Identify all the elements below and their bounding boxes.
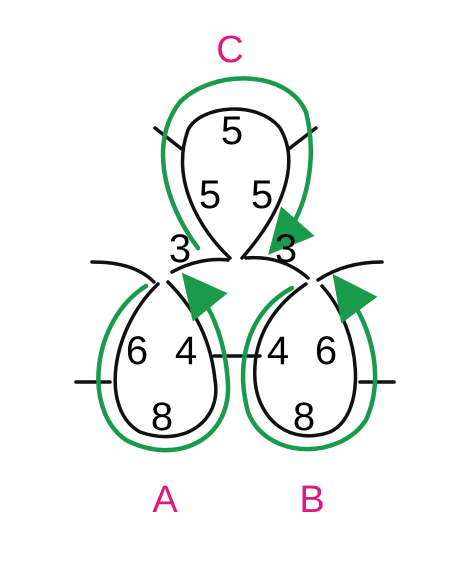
label-a: A — [152, 479, 178, 521]
loop-a-direction-arrow — [96, 272, 231, 453]
loop-b-upper-arc — [316, 260, 384, 282]
loop-c-number-right: 5 — [251, 173, 273, 217]
connector-right-arc — [244, 255, 310, 280]
label-c: C — [216, 29, 243, 71]
loop-c-number-top: 5 — [221, 109, 243, 153]
loop-c-left-tick — [153, 126, 185, 152]
loop-b-number-bottom: 8 — [293, 395, 315, 439]
loop-c-direction-arrow — [160, 76, 315, 255]
loop-c-number-left: 5 — [199, 173, 221, 217]
loop-b-number-right: 6 — [315, 329, 337, 373]
loop-b-outline — [253, 282, 358, 438]
loop-b-number-left: 4 — [267, 329, 289, 373]
loop-a-number-bottom: 8 — [151, 395, 173, 439]
loop-a-outline — [113, 280, 218, 439]
loop-a-upper-arc — [90, 260, 156, 284]
junction-number-left: 3 — [169, 227, 191, 271]
junction-number-right: 3 — [275, 227, 297, 271]
loop-b-direction-arrow — [240, 273, 378, 452]
loop-c-outline — [180, 107, 291, 260]
loop-a-number-right: 4 — [175, 329, 197, 373]
loop-a-number-left: 6 — [126, 329, 148, 373]
connector-left-arc — [170, 257, 230, 274]
label-b: B — [299, 479, 324, 521]
